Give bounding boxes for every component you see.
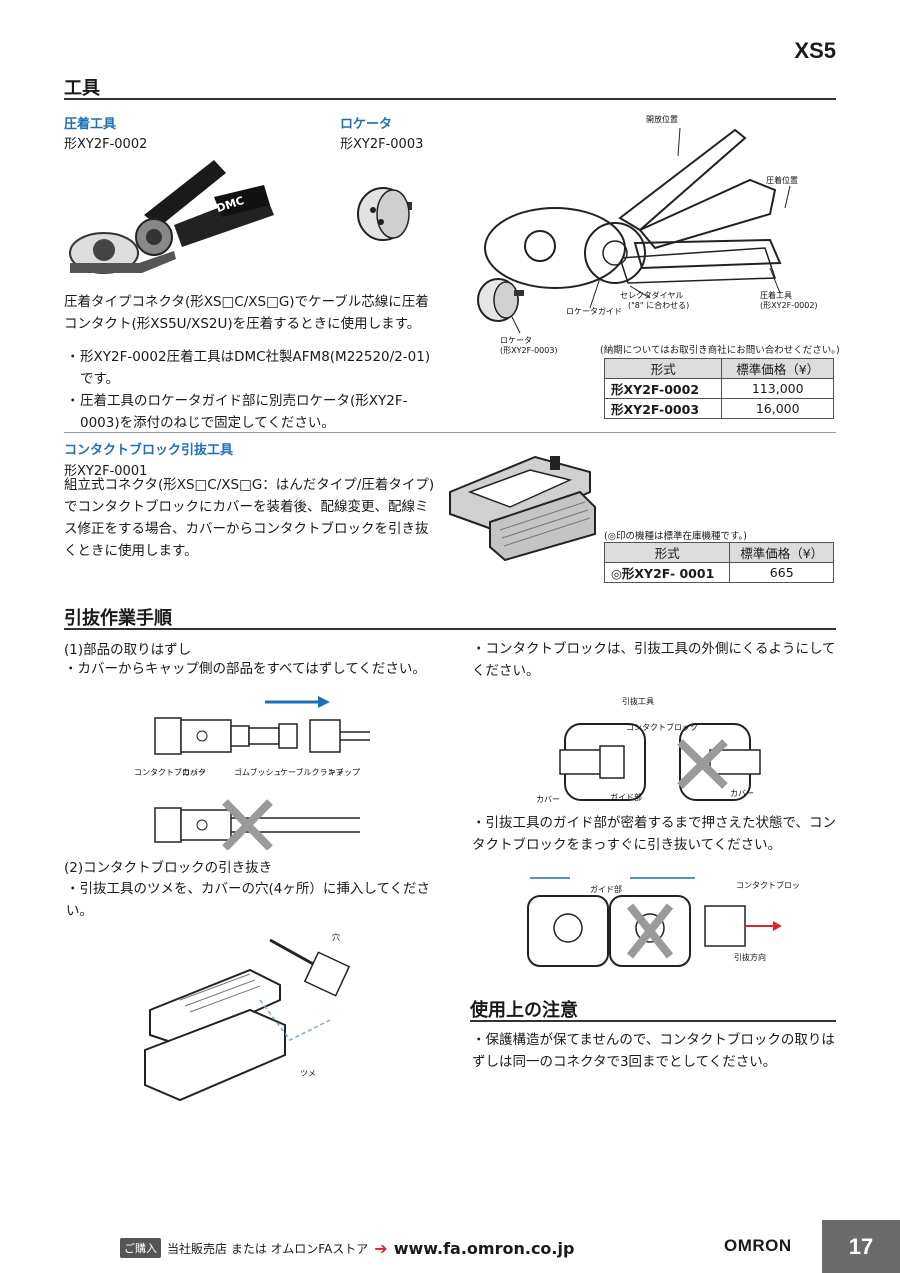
price-header-price: 標準価格（¥）: [721, 358, 834, 379]
price-note-1: (納期についてはお取引き商社にお問い合わせください。): [600, 345, 840, 356]
label-crimp-tool-model: (形XY2F-0002): [760, 301, 818, 310]
price-table-2: 形式 標準価格（¥） ◎形XY2F- 0001 665: [603, 542, 834, 583]
step2-diagram: 穴 ツメ: [144, 932, 351, 1102]
label-crimp-tool: 圧着工具: [760, 290, 792, 300]
label-contact-block: コンタクトブロック: [134, 767, 206, 777]
arrow-right-icon: ➔: [374, 1238, 388, 1258]
extraction-tool-title: コンタクトブロック引抜工具: [64, 443, 234, 458]
label-claw: ツメ: [300, 1069, 316, 1078]
crimp-tool-bullets: 形XY2F-0002圧着工具はDMC社製AFM8(M22520/2-01)です。…: [66, 346, 438, 434]
label-pull-direction: 引抜方向: [734, 952, 766, 962]
label-selector-note: ("8" に合わせる): [628, 300, 689, 310]
section-rule: [64, 98, 836, 100]
label-rubber-bushing: ゴムブッシュ: [234, 767, 282, 777]
row-price: 665: [729, 562, 834, 583]
label-locator: ロケータ: [500, 336, 532, 345]
label-guide: ガイド部: [590, 884, 622, 894]
section-rule: [64, 628, 836, 630]
label-contact-block: コンタクトブロック: [626, 722, 698, 732]
pull-direction-diagram: ガイド部 コンタクトブロック 引抜方向: [527, 877, 800, 967]
product-code: XS5: [794, 38, 836, 63]
step1-text: ・カバーからキャップ側の部品をすべてはずしてください。: [64, 661, 426, 677]
crimp-tool-photo: DMC: [69, 160, 274, 274]
label-guide: ガイド部: [610, 792, 642, 802]
row-price: 16,000: [721, 398, 834, 419]
row-model: ◎形XY2F- 0001: [603, 562, 731, 583]
row-price: 113,000: [721, 378, 834, 399]
omron-logo: OMRON: [724, 1236, 792, 1255]
row-model: 形XY2F-0002: [603, 378, 723, 399]
row-model: 形XY2F-0003: [603, 398, 723, 419]
label-crimp-position: 圧着位置: [766, 175, 798, 185]
table-row: 形XY2F-0002 113,000: [603, 378, 834, 399]
extraction-tool-photo: [449, 455, 596, 562]
bullet-1: 形XY2F-0002圧着工具はDMC社製AFM8(M22520/2-01)です。: [66, 346, 438, 390]
locator-photo: [357, 187, 412, 241]
price-note-2: (◎印の機種は標準在庫機種です。): [604, 531, 748, 542]
label-hole: 穴: [332, 932, 340, 942]
bullet-2: 圧着工具のロケータガイド部に別売ロケータ(形XY2F-0003)を添付のねじで固…: [66, 390, 438, 434]
extraction-tool-model: 形XY2F-0001: [64, 464, 148, 479]
crimp-tool-model: 形XY2F-0002: [64, 137, 148, 152]
caution-text: ・保護構造が保てませんので、コンタクトブロックの取りはずしは同一のコネクタで3回…: [472, 1032, 835, 1070]
label-cover: カバー: [182, 768, 206, 777]
tools-section-title: 工具: [64, 78, 100, 99]
footer-purchase: ご購入 当社販売店 または オムロンFAストア ➔ www.fa.omron.c…: [120, 1238, 574, 1258]
caution-title: 使用上の注意: [470, 1000, 578, 1021]
section-rule: [470, 1020, 836, 1022]
crimp-tool-title: 圧着工具: [64, 117, 117, 132]
footer-url[interactable]: www.fa.omron.co.jp: [393, 1238, 575, 1258]
footer-text: 当社販売店 または オムロンFAストア: [167, 1241, 369, 1256]
locator-model: 形XY2F-0003: [340, 137, 424, 152]
price-table-1: 形式 標準価格（¥） 形XY2F-0002 113,000 形XY2F-0003…: [603, 358, 834, 419]
procedure-section-title: 引抜作業手順: [64, 608, 172, 629]
crimp-tool-description: 圧着タイプコネクタ(形XS□C/XS□G)でケーブル芯線に圧着コンタクト(形XS…: [64, 294, 429, 332]
label-cable-clamp: ケーブルクランプ: [280, 767, 343, 777]
table-row: 形XY2F-0003 16,000: [603, 398, 834, 419]
step2-text: ・引抜工具のツメを、カバーの穴(4ヶ所）に挿入してください。: [66, 881, 431, 919]
label-extraction-tool: 引抜工具: [622, 696, 654, 706]
divider: [64, 432, 836, 433]
label-selector-dial: セレクタダイヤル: [620, 290, 683, 300]
label-locator-model: (形XY2F-0003): [500, 346, 558, 355]
price-header-model: 形式: [603, 542, 731, 563]
price-header-model: 形式: [603, 358, 723, 379]
step1-diagram: コンタクトブロック カバー ゴムブッシュ ケーブルクランプ キャップ: [134, 696, 370, 850]
label-locator-guide: ロケータガイド: [566, 306, 622, 316]
crimp-tool-diagram: 開放位置 圧着位置 セレクタダイヤル ("8" に合わせる) ロケータガイド 圧…: [477, 114, 818, 355]
step2-heading: (2)コンタクトブロックの引き抜き: [64, 860, 273, 876]
label-cap: キャップ: [328, 768, 360, 777]
locator-title: ロケータ: [340, 117, 393, 132]
step1-heading: (1)部品の取りはずし: [64, 642, 192, 658]
purchase-badge: ご購入: [120, 1238, 161, 1258]
tool-orientation-diagram: 引抜工具 コンタクトブロック カバー ガイド部 カバー: [536, 696, 761, 804]
table-row: ◎形XY2F- 0001 665: [603, 562, 834, 583]
price-header-price: 標準価格（¥）: [729, 542, 834, 563]
label-contact-block: コンタクトブロック: [736, 880, 800, 890]
page-number: 17: [822, 1220, 900, 1273]
label-cover-left: カバー: [536, 795, 560, 804]
right-note-1: ・コンタクトブロックは、引抜工具の外側にくるようにしてください。: [472, 641, 836, 679]
right-note-2: ・引抜工具のガイド部が密着するまで押さえた状態で、コンタクトブロックをまっすぐに…: [472, 815, 836, 853]
label-open-position: 開放位置: [646, 114, 678, 124]
label-cover-right: カバー: [730, 789, 754, 798]
extraction-tool-description: 組立式コネクタ(形XS□C/XS□G：はんだタイプ/圧着タイプ)でコンタクトブロ…: [64, 477, 435, 559]
